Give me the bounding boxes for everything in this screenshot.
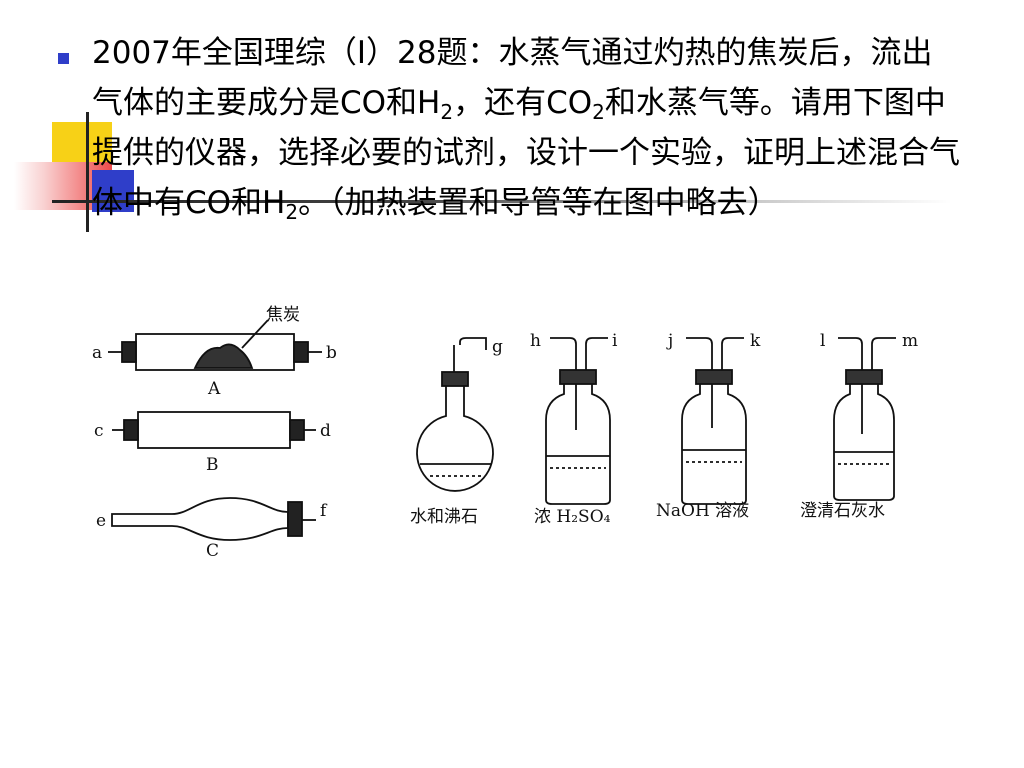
coke-label: 焦炭 [266, 305, 300, 325]
port-label-h: h [530, 331, 541, 351]
bottle1-reagent-label: 浓 H₂SO₄ [534, 507, 611, 527]
wash-bottle-3 [833, 337, 896, 501]
port-label-l: l [820, 331, 825, 351]
subscript-2: 2 [592, 100, 605, 124]
flask-reagent-label: 水和沸石 [410, 507, 478, 527]
question-text: 2007年全国理综（I）28题：水蒸气通过灼热的焦炭后，流出气体的主要成分是CO… [92, 28, 962, 228]
apparatus-figure: a b 焦炭 A c d B e f C g 水和沸石 h i 浓 H₂SO₄ … [90, 290, 930, 560]
question-text-part2: ，还有CO [453, 85, 593, 121]
port-label-i: i [612, 331, 618, 351]
tube-label-a: A [207, 379, 221, 399]
bottle3-reagent-label: 澄清石灰水 [800, 501, 885, 521]
decor-horizontal-line [52, 200, 952, 203]
round-flask [416, 337, 494, 492]
port-label-d: d [320, 421, 331, 441]
tube-a [108, 319, 322, 371]
decor-blue-square [92, 170, 134, 212]
apparatus-diagram: a b 焦炭 A c d B e f C g 水和沸石 h i 浓 H₂SO₄ … [92, 305, 918, 560]
tube-b [112, 411, 316, 449]
port-label-f: f [320, 501, 328, 521]
bottle2-reagent-label: NaOH 溶液 [656, 501, 749, 521]
question-text-part1: 2007年全国理综（I）28题：水蒸气通过灼热的焦炭后，流出气体的主要成分是CO… [92, 35, 933, 121]
port-label-k: k [750, 331, 761, 351]
question-text-part4: 。（加热装置和导管等在图中略去） [298, 185, 779, 221]
port-label-j: j [666, 331, 673, 351]
port-label-a: a [92, 343, 102, 363]
subscript-2: 2 [285, 200, 299, 224]
port-label-g: g [492, 337, 503, 357]
tube-c [111, 497, 316, 541]
wash-bottle-1 [545, 337, 611, 505]
wash-bottle-2 [681, 337, 747, 505]
port-label-c: c [94, 421, 104, 441]
decor-vertical-line [86, 112, 89, 232]
port-label-b: b [326, 343, 337, 363]
tube-label-b: B [206, 455, 219, 475]
question-text-part3: 和水蒸气等。请用下图中提供的仪器，选择必要的试剂，设计一个实验，证明上述混合气体… [92, 85, 960, 221]
bullet-square-icon [58, 53, 69, 64]
subscript-2: 2 [440, 100, 454, 124]
tube-label-c: C [206, 541, 219, 560]
port-label-e: e [96, 511, 106, 531]
port-label-m: m [902, 331, 918, 351]
